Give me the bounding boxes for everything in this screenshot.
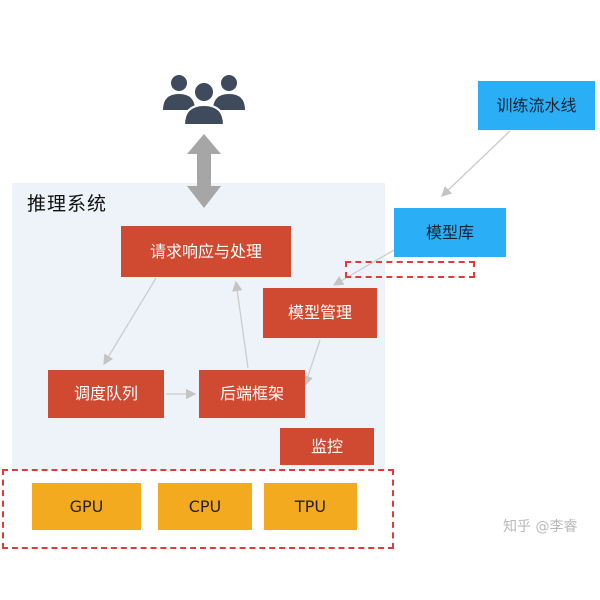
backend-framework-label: 后端框架	[219, 384, 284, 403]
highlight-dashed-box	[345, 261, 475, 278]
scheduler-queue-node: 调度队列	[48, 370, 164, 418]
users-icon	[163, 75, 245, 126]
request-response-label: 请求响应与处理	[149, 241, 262, 261]
hardware-group-box	[2, 469, 394, 549]
cpu-label: CPU	[188, 496, 222, 516]
model-management-label: 模型管理	[287, 303, 352, 322]
monitoring-label: 监控	[310, 436, 343, 456]
training-pipeline-node: 训练流水线	[478, 81, 595, 130]
monitoring-node: 监控	[280, 428, 374, 465]
model-repository-label: 模型库	[425, 222, 474, 242]
arrow-training-to-repo	[441, 130, 511, 197]
scheduler-queue-label: 调度队列	[73, 384, 138, 403]
gpu-label: GPU	[69, 496, 104, 516]
gpu-node: GPU	[32, 483, 141, 530]
cpu-node: CPU	[158, 483, 252, 530]
model-management-node: 模型管理	[263, 288, 377, 338]
inference-system-title: 推理系统	[27, 193, 108, 215]
request-response-node: 请求响应与处理	[121, 226, 291, 277]
backend-framework-node: 后端框架	[199, 370, 305, 418]
tpu-node: TPU	[264, 483, 357, 530]
model-repository-node: 模型库	[394, 208, 506, 257]
training-pipeline-label: 训练流水线	[496, 95, 577, 115]
watermark: 知乎 @李睿	[503, 519, 578, 535]
tpu-label: TPU	[294, 496, 327, 516]
